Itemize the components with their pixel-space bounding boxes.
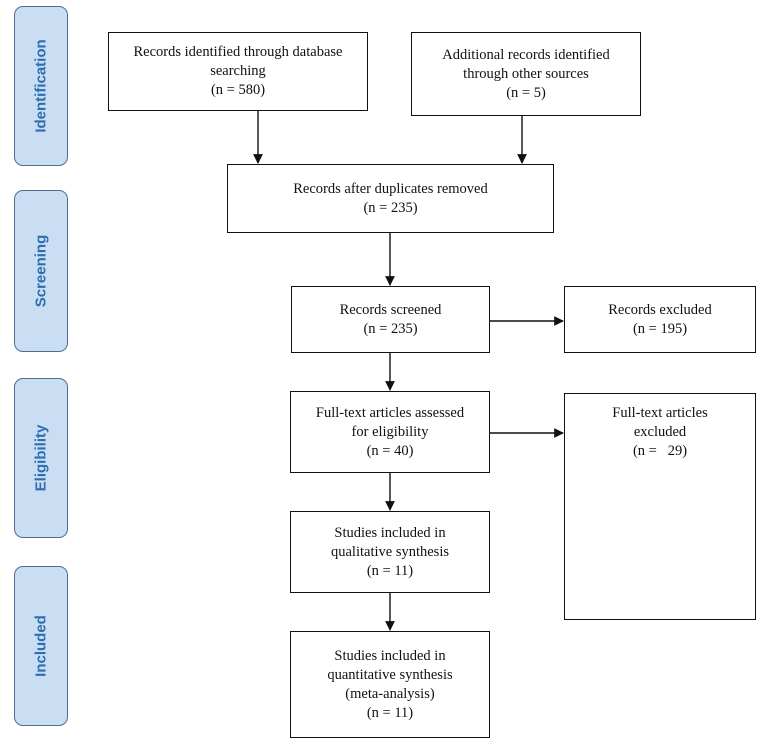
phase-eligibility: Eligibility	[14, 378, 68, 538]
box-records-screened: Records screened (n = 235)	[291, 286, 490, 353]
duplicates-count: (n = 235)	[363, 199, 418, 216]
excluded-line1: Records excluded	[608, 301, 712, 318]
fulltext-assessed-line2: for eligibility	[351, 423, 429, 440]
database-line1: Records identified through database	[133, 44, 343, 60]
fulltext-assessed-line1: Full-text articles assessed	[315, 404, 465, 421]
other-sources-line2: through other sources	[463, 65, 589, 82]
database-count: (n = 580)	[210, 82, 266, 98]
box-other-sources: Additional records identified through ot…	[411, 32, 641, 116]
phase-screening: Screening	[14, 190, 68, 352]
box-quantitative-synthesis: Studies included in quantitative synthes…	[290, 631, 490, 738]
box-database-records: Records identified through database sear…	[108, 32, 368, 111]
screened-line1: Records screened	[339, 301, 442, 318]
excluded-count: (n = 195)	[632, 320, 688, 337]
box-fulltext-assessed: Full-text articles assessed for eligibil…	[290, 391, 490, 473]
quantitative-line2: quantitative synthesis	[327, 666, 453, 683]
other-sources-count: (n = 5)	[506, 84, 546, 101]
qualitative-count: (n = 11)	[366, 562, 414, 579]
qualitative-line2: qualitative synthesis	[331, 543, 449, 560]
box-records-excluded: Records excluded (n = 195)	[564, 286, 756, 353]
other-sources-line1: Additional records identified	[442, 46, 610, 63]
box-qualitative-synthesis: Studies included in qualitative synthesi…	[290, 511, 490, 593]
quantitative-line1: Studies included in	[334, 647, 446, 664]
quantitative-line3: (meta-analysis)	[345, 685, 435, 702]
fulltext-assessed-count: (n = 40)	[366, 442, 414, 459]
fulltext-excluded-count: (n = 29)	[632, 443, 688, 459]
fulltext-excluded-line1: Full-text articles	[612, 405, 708, 421]
box-fulltext-excluded: Full-text articles excluded (n = 29)	[564, 393, 756, 620]
phase-included: Included	[14, 566, 68, 726]
phase-identification: Identification	[14, 6, 68, 166]
fulltext-excluded-line2: excluded	[633, 424, 687, 440]
qualitative-line1: Studies included in	[334, 524, 446, 541]
box-duplicates-removed: Records after duplicates removed (n = 23…	[227, 164, 554, 233]
quantitative-count: (n = 11)	[366, 704, 414, 721]
screened-count: (n = 235)	[363, 320, 418, 337]
database-line2: searching	[210, 63, 266, 79]
duplicates-line1: Records after duplicates removed	[293, 180, 488, 197]
